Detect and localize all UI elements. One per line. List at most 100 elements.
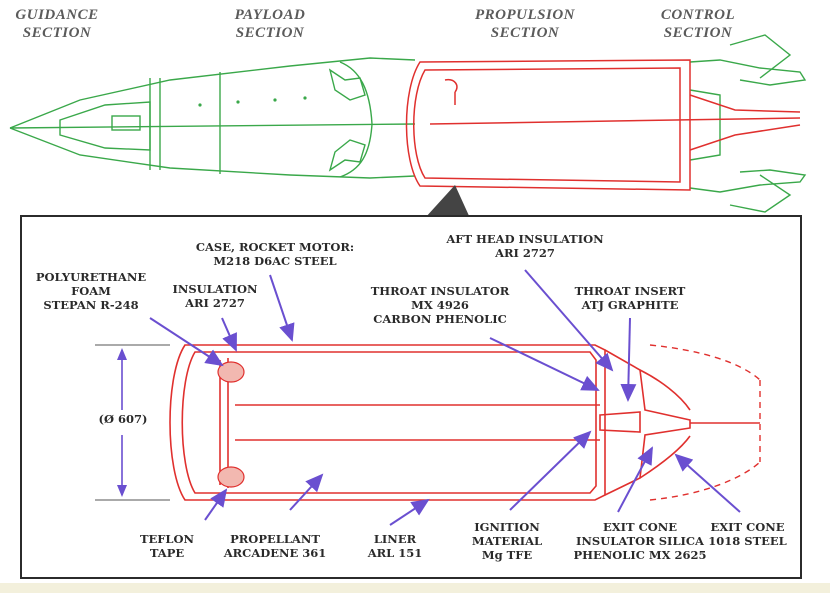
missile-outline-drawing (9, 34, 807, 215)
label-diameter: (Ø 607) (98, 412, 148, 426)
callout-pointer (427, 185, 469, 215)
arrow-exit-cone-insulator (617, 446, 653, 513)
body-centerline (9, 123, 416, 129)
motor-liner (181, 351, 597, 494)
body-upper-line (9, 57, 416, 129)
label-exit-cone-insulator: EXIT CONE INSULATOR SILICA PHENOLIC MX 2… (570, 520, 710, 562)
motor-inner-liner (413, 67, 681, 183)
label-insulation-line1: INSULATION (172, 282, 258, 296)
propulsion-section-title: PROPULSION SECTION (455, 6, 595, 42)
control-upper-fin (689, 59, 807, 86)
label-propellant-line2: ARCADENE 361 (223, 546, 327, 560)
propulsion-title-line2: SECTION (490, 25, 560, 41)
guidance-box (111, 115, 141, 131)
control-lower-fin (689, 169, 807, 193)
missile-red-motor (405, 59, 801, 191)
exit-cone-dashed (649, 344, 761, 501)
label-throat-insulator-line1: THROAT INSULATOR (370, 284, 510, 298)
label-aft-head-insulation: AFT HEAD INSULATION ARI 2727 (440, 232, 610, 260)
label-exit-cone-insulator-line1: EXIT CONE (602, 520, 678, 534)
label-exit-cone-steel: EXIT CONE 1018 STEEL (700, 520, 795, 548)
motor-detail-body (169, 344, 760, 501)
payload-section-title: PAYLOAD SECTION (215, 6, 325, 42)
label-teflon-line1: TEFLON (139, 532, 195, 546)
arrow-foam (149, 317, 224, 367)
motor-igniter (444, 78, 458, 105)
arrow-throat-insulator (489, 337, 600, 391)
igniter-housing (599, 411, 641, 433)
arrow-liner (389, 498, 430, 526)
payload-pellets-lower (328, 139, 366, 172)
control-title-line1: CONTROL (660, 7, 736, 23)
label-throat-insert-line1: THROAT INSERT (574, 284, 686, 298)
payload-title-line2: SECTION (235, 25, 305, 41)
label-teflon-line2: TAPE (149, 546, 185, 560)
label-aft-head-line1: AFT HEAD INSULATION (446, 232, 604, 246)
label-insulation: INSULATION ARI 2727 (160, 282, 270, 310)
foam-pad-upper (217, 361, 245, 383)
motor-case (169, 344, 606, 501)
foam-pad-lower (217, 466, 245, 488)
label-case-line2: M218 D6AC STEEL (213, 254, 337, 268)
arrow-aft-head (524, 269, 614, 372)
label-polyurethane-foam: POLYURETHANE FOAM STEPAN R-248 (26, 270, 156, 312)
control-title-line2: SECTION (663, 25, 733, 41)
label-propellant-line1: PROPELLANT (230, 532, 320, 546)
payload-dots (198, 96, 307, 107)
arrow-exit-cone (674, 453, 741, 513)
payload-pellets-upper (328, 68, 366, 101)
control-section-title: CONTROL SECTION (643, 6, 753, 42)
label-foam-line2: FOAM (71, 284, 111, 298)
label-throat-insert: THROAT INSERT ATJ GRAPHITE (560, 284, 700, 312)
motor-case-outline (405, 59, 691, 191)
arrow-case (269, 274, 295, 342)
motor-detail-panel (20, 215, 802, 579)
label-aft-head-line2: ARI 2727 (495, 246, 555, 260)
bottom-strip (0, 583, 830, 593)
label-exit-cone-line2: 1018 STEEL (708, 534, 787, 548)
arrow-teflon (204, 488, 228, 521)
label-throat-insulator-line3: CARBON PHENOLIC (373, 312, 507, 326)
motor-centerline (429, 117, 801, 125)
label-liner-line1: LINER (373, 532, 417, 546)
label-foam-line1: POLYURETHANE (35, 270, 147, 284)
label-exit-cone-insulator-line3: PHENOLIC MX 2625 (573, 548, 707, 562)
nozzle-outline (689, 94, 801, 151)
arrow-propellant (289, 473, 324, 511)
label-ignition-line2: MATERIAL (471, 534, 543, 548)
label-case-rocket-motor: CASE, ROCKET MOTOR: M218 D6AC STEEL (170, 240, 380, 268)
label-throat-insulator: THROAT INSULATOR MX 4926 CARBON PHENOLIC (355, 284, 525, 326)
arrow-ignition (509, 430, 592, 511)
guidance-title-line2: SECTION (22, 25, 92, 41)
callout-arrows (149, 269, 741, 526)
label-foam-line3: STEPAN R-248 (43, 298, 139, 312)
payload-aft-dome (339, 61, 373, 178)
control-housing (689, 89, 721, 161)
propulsion-title-line1: PROPULSION (474, 7, 575, 23)
arrow-throat-insert (620, 317, 637, 402)
guidance-section-title: GUIDANCE SECTION (2, 6, 112, 42)
arrow-insulation (221, 317, 237, 352)
guidance-title-line1: GUIDANCE (15, 7, 99, 23)
label-liner: LINER ARL 151 (360, 532, 430, 560)
foam-pads (217, 361, 245, 488)
label-throat-insulator-line2: MX 4926 (411, 298, 469, 312)
label-exit-cone-insulator-line2: INSULATOR SILICA (576, 534, 704, 548)
label-liner-line2: ARL 151 (367, 546, 423, 560)
diameter-dimension (95, 344, 170, 501)
control-top-fin (729, 34, 792, 79)
label-insulation-line2: ARI 2727 (185, 296, 245, 310)
label-teflon-tape: TEFLON TAPE (132, 532, 202, 560)
label-ignition-line3: Mg TFE (481, 548, 533, 562)
label-throat-insert-line2: ATJ GRAPHITE (581, 298, 679, 312)
label-ignition-material: IGNITION MATERIAL Mg TFE (462, 520, 552, 562)
missile-green-sections (9, 34, 807, 213)
label-propellant: PROPELLANT ARCADENE 361 (215, 532, 335, 560)
control-bottom-fin (729, 174, 792, 213)
nozzle-throat (639, 369, 691, 479)
label-case-line1: CASE, ROCKET MOTOR: (195, 240, 355, 254)
payload-title-line1: PAYLOAD (234, 7, 306, 23)
label-ignition-line1: IGNITION (474, 520, 540, 534)
